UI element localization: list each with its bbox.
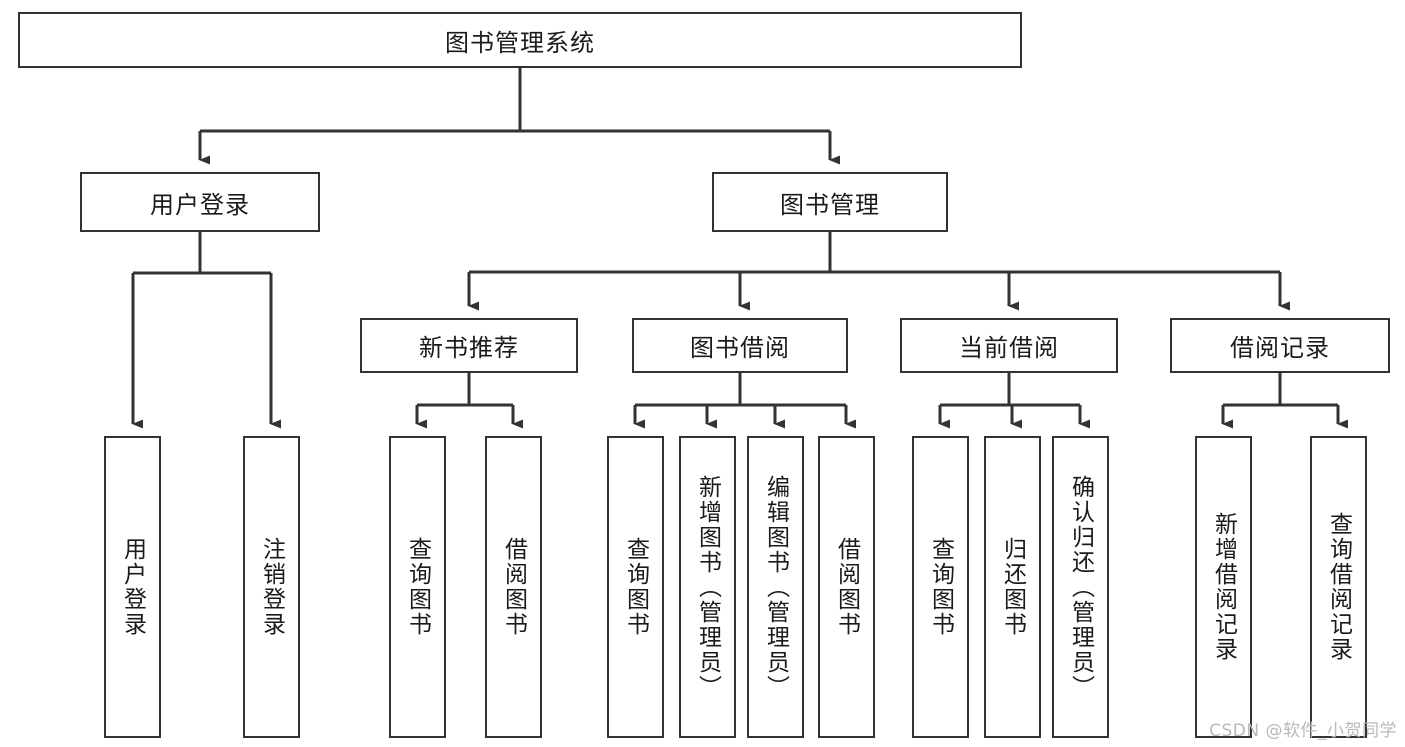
node-user-login[interactable]: 用户登录 <box>80 172 320 232</box>
node-leaf-borrow-book-b-label: 借阅图书 <box>833 537 860 637</box>
node-leaf-borrow-book-a[interactable]: 借阅图书 <box>485 436 542 738</box>
node-root[interactable]: 图书管理系统 <box>18 12 1022 68</box>
node-leaf-add-book-label: 新增图书（管理员） <box>694 474 721 700</box>
node-borrow-record[interactable]: 借阅记录 <box>1170 318 1390 373</box>
node-leaf-query-book-b-label: 查询图书 <box>622 537 649 637</box>
node-leaf-query-book-b[interactable]: 查询图书 <box>607 436 664 738</box>
node-leaf-query-record[interactable]: 查询借阅记录 <box>1310 436 1367 738</box>
node-current-borrow-label: 当前借阅 <box>959 334 1059 362</box>
node-leaf-query-record-label: 查询借阅记录 <box>1325 512 1352 662</box>
node-leaf-query-book-c[interactable]: 查询图书 <box>912 436 969 738</box>
node-leaf-return-book[interactable]: 归还图书 <box>984 436 1041 738</box>
node-borrow-record-label: 借阅记录 <box>1230 334 1330 362</box>
watermark-text: CSDN @软件_小贺同学 <box>1209 721 1397 741</box>
node-leaf-borrow-book-b[interactable]: 借阅图书 <box>818 436 875 738</box>
node-leaf-logout-login-label: 注销登录 <box>258 537 285 637</box>
node-book-borrow-label: 图书借阅 <box>690 334 790 362</box>
node-leaf-add-record-label: 新增借阅记录 <box>1210 512 1237 662</box>
node-leaf-user-login-label: 用户登录 <box>119 537 146 637</box>
node-book-manage[interactable]: 图书管理 <box>712 172 948 232</box>
node-leaf-borrow-book-a-label: 借阅图书 <box>500 537 527 637</box>
node-leaf-edit-book[interactable]: 编辑图书（管理员） <box>747 436 804 738</box>
node-leaf-query-book-a[interactable]: 查询图书 <box>389 436 446 738</box>
node-leaf-query-book-a-label: 查询图书 <box>404 537 431 637</box>
node-leaf-confirm-return-label: 确认归还（管理员） <box>1067 474 1094 700</box>
node-book-borrow[interactable]: 图书借阅 <box>632 318 848 373</box>
node-root-label: 图书管理系统 <box>445 28 595 57</box>
node-new-book-recommend[interactable]: 新书推荐 <box>360 318 578 373</box>
node-leaf-logout-login[interactable]: 注销登录 <box>243 436 300 738</box>
node-leaf-return-book-label: 归还图书 <box>999 537 1026 637</box>
node-leaf-user-login[interactable]: 用户登录 <box>104 436 161 738</box>
node-leaf-edit-book-label: 编辑图书（管理员） <box>762 474 789 700</box>
node-leaf-confirm-return[interactable]: 确认归还（管理员） <box>1052 436 1109 738</box>
node-user-login-label: 用户登录 <box>150 190 250 219</box>
node-leaf-add-book[interactable]: 新增图书（管理员） <box>679 436 736 738</box>
node-current-borrow[interactable]: 当前借阅 <box>900 318 1118 373</box>
node-new-book-recommend-label: 新书推荐 <box>419 334 519 362</box>
node-leaf-add-record[interactable]: 新增借阅记录 <box>1195 436 1252 738</box>
node-leaf-query-book-c-label: 查询图书 <box>927 537 954 637</box>
node-book-manage-label: 图书管理 <box>780 190 880 219</box>
